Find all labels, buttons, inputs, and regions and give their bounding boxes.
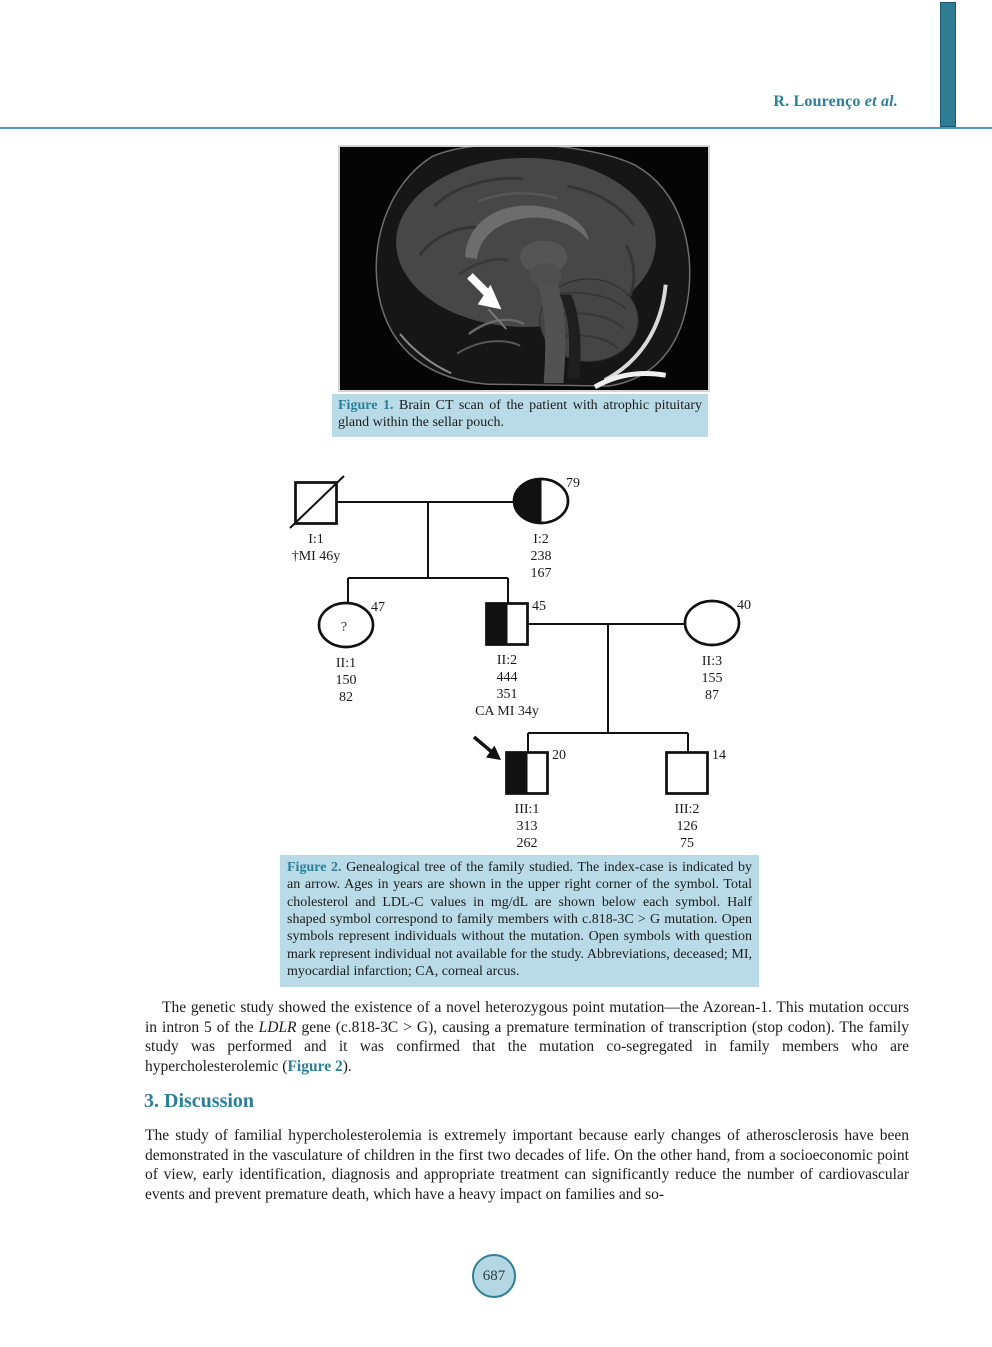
page-number-badge: 687: [472, 1254, 516, 1298]
pedigree-label: 87: [705, 688, 719, 703]
pedigree-label: II:2: [497, 653, 517, 668]
deceased-slash-icon: [289, 475, 345, 529]
pedigree-label: 126: [677, 819, 698, 834]
pedigree-label: I:2: [533, 532, 549, 547]
header-accent-bar: [940, 2, 956, 127]
figure1-caption-text: Brain CT scan of the patient with atroph…: [338, 398, 703, 431]
results-text-3: ).: [342, 1057, 352, 1075]
pedigree-label: 351: [497, 687, 518, 702]
pedigree-label: 262: [517, 836, 538, 851]
age-label: 20: [552, 748, 566, 763]
age-label: 47: [371, 600, 385, 615]
author-name: R. Lourenço: [773, 93, 865, 110]
author-etal: et al.: [864, 93, 898, 110]
pedigree-label: III:2: [675, 802, 700, 817]
page-number: 687: [482, 1267, 506, 1284]
pedigree-label: 238: [531, 549, 552, 564]
proband-arrow-icon: [472, 735, 501, 760]
age-label: 40: [737, 598, 751, 613]
results-paragraph: The genetic study showed the existence o…: [145, 998, 909, 1076]
figure2-reference-link[interactable]: Figure 2: [287, 1057, 343, 1075]
pedigree-label: 444: [497, 670, 518, 685]
pedigree-individual-I-1: I:1 †MI 46y: [289, 475, 345, 564]
figure2-caption: Figure 2. Genealogical tree of the famil…: [280, 855, 759, 987]
figure2-pedigree-chart: I:1†MI 46y79I:2238167?47II:11508245II:24…: [289, 475, 751, 851]
pedigree-label: CA MI 34y: [475, 704, 539, 719]
pedigree-label: I:1: [308, 532, 324, 547]
pedigree-label: II:1: [336, 656, 356, 671]
pedigree-label: 75: [680, 836, 694, 851]
pedigree-label: 167: [531, 566, 552, 581]
running-head: R. Lourenço et al.: [773, 93, 898, 111]
unknown-status-mark: ?: [341, 620, 347, 635]
pedigree-label: †MI 46y: [292, 549, 341, 564]
pedigree-label: 82: [339, 690, 353, 705]
header-rule: [0, 127, 992, 129]
pedigree-label: II:3: [702, 654, 722, 669]
gene-name: LDLR: [258, 1018, 297, 1036]
figure1-label: Figure 1.: [338, 398, 394, 413]
figure1-brain-scan-image: [338, 145, 710, 392]
pedigree-label: 155: [702, 671, 723, 686]
age-label: 14: [712, 748, 726, 763]
brain-scan-illustration: [341, 147, 707, 390]
figure2-label: Figure 2.: [287, 860, 342, 875]
pedigree-label: 150: [336, 673, 357, 688]
age-label: 45: [532, 599, 546, 614]
pedigree-individual-I-2: 79I:2 238 167: [512, 476, 580, 581]
figure1-caption: Figure 1. Brain CT scan of the patient w…: [332, 394, 708, 437]
results-text-2: gene (c.818-3C > G), causing a premature…: [145, 1018, 909, 1075]
age-label: 79: [566, 476, 580, 491]
scan-arrow-icon: [467, 273, 502, 310]
discussion-paragraph: The study of familial hypercholesterolem…: [145, 1127, 909, 1203]
pedigree-label: III:1: [515, 802, 540, 817]
discussion-heading: 3. Discussion: [144, 1090, 255, 1112]
figure2-caption-text: Genealogical tree of the family studied.…: [287, 860, 752, 980]
pedigree-label: 313: [517, 819, 538, 834]
results-text-1: The genetic study showed the existence o…: [145, 999, 909, 1036]
